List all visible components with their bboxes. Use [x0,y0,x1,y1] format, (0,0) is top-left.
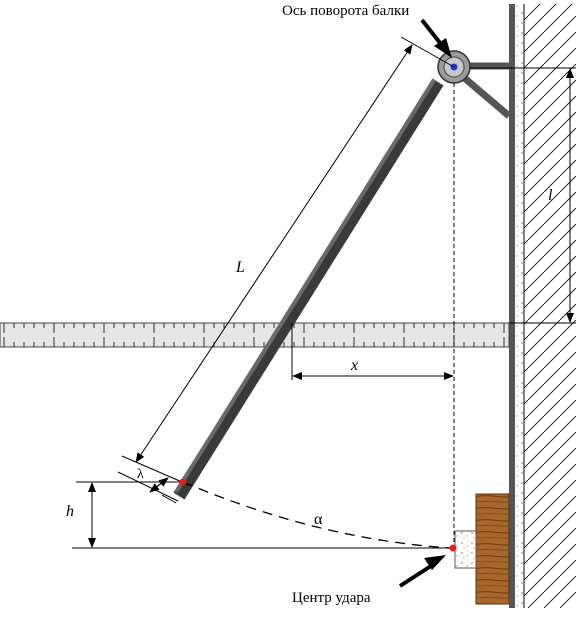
dimension-h [72,481,452,549]
ruler [0,322,510,348]
angle-label: α [314,511,323,528]
beam-end-marker [179,478,187,486]
beam [173,78,444,500]
ext-line-lambda-end [161,494,177,504]
impact-target [454,493,510,605]
pivot-pointer-head [434,38,452,58]
beam-body [173,78,444,500]
striker-pad [454,530,477,569]
wall-hatch [524,4,576,608]
dim-line-lambda [117,471,179,502]
beam-highlight [174,78,436,494]
pivot-height-label: l [548,187,553,204]
dimension-L [121,36,455,483]
offset-label: λ [137,467,144,482]
pivot-axis-label: Ось поворота балки [282,3,409,19]
arrow-icon [420,18,452,58]
impact-pointer-shaft [398,562,436,588]
wood-block [475,493,510,605]
ext-line-L-top [400,36,455,68]
swing-arc [182,481,453,549]
impact-pointer-head [424,555,446,570]
drop-height-label: h [66,503,74,520]
displacement-label: x [350,357,358,374]
wall-surface [509,4,515,608]
ext-line-L-bottom [121,455,183,483]
dim-line-L [135,44,413,463]
wall-speckle [514,4,524,608]
lambda-arrow [149,477,169,493]
impact-center-label: Центр удара [292,590,371,606]
arrow-icon [398,555,446,588]
wall [509,4,576,608]
dimension-l [470,67,576,324]
beam-length-label: L [235,259,245,276]
dimension-x [291,323,454,380]
impact-center-marker [449,544,457,552]
